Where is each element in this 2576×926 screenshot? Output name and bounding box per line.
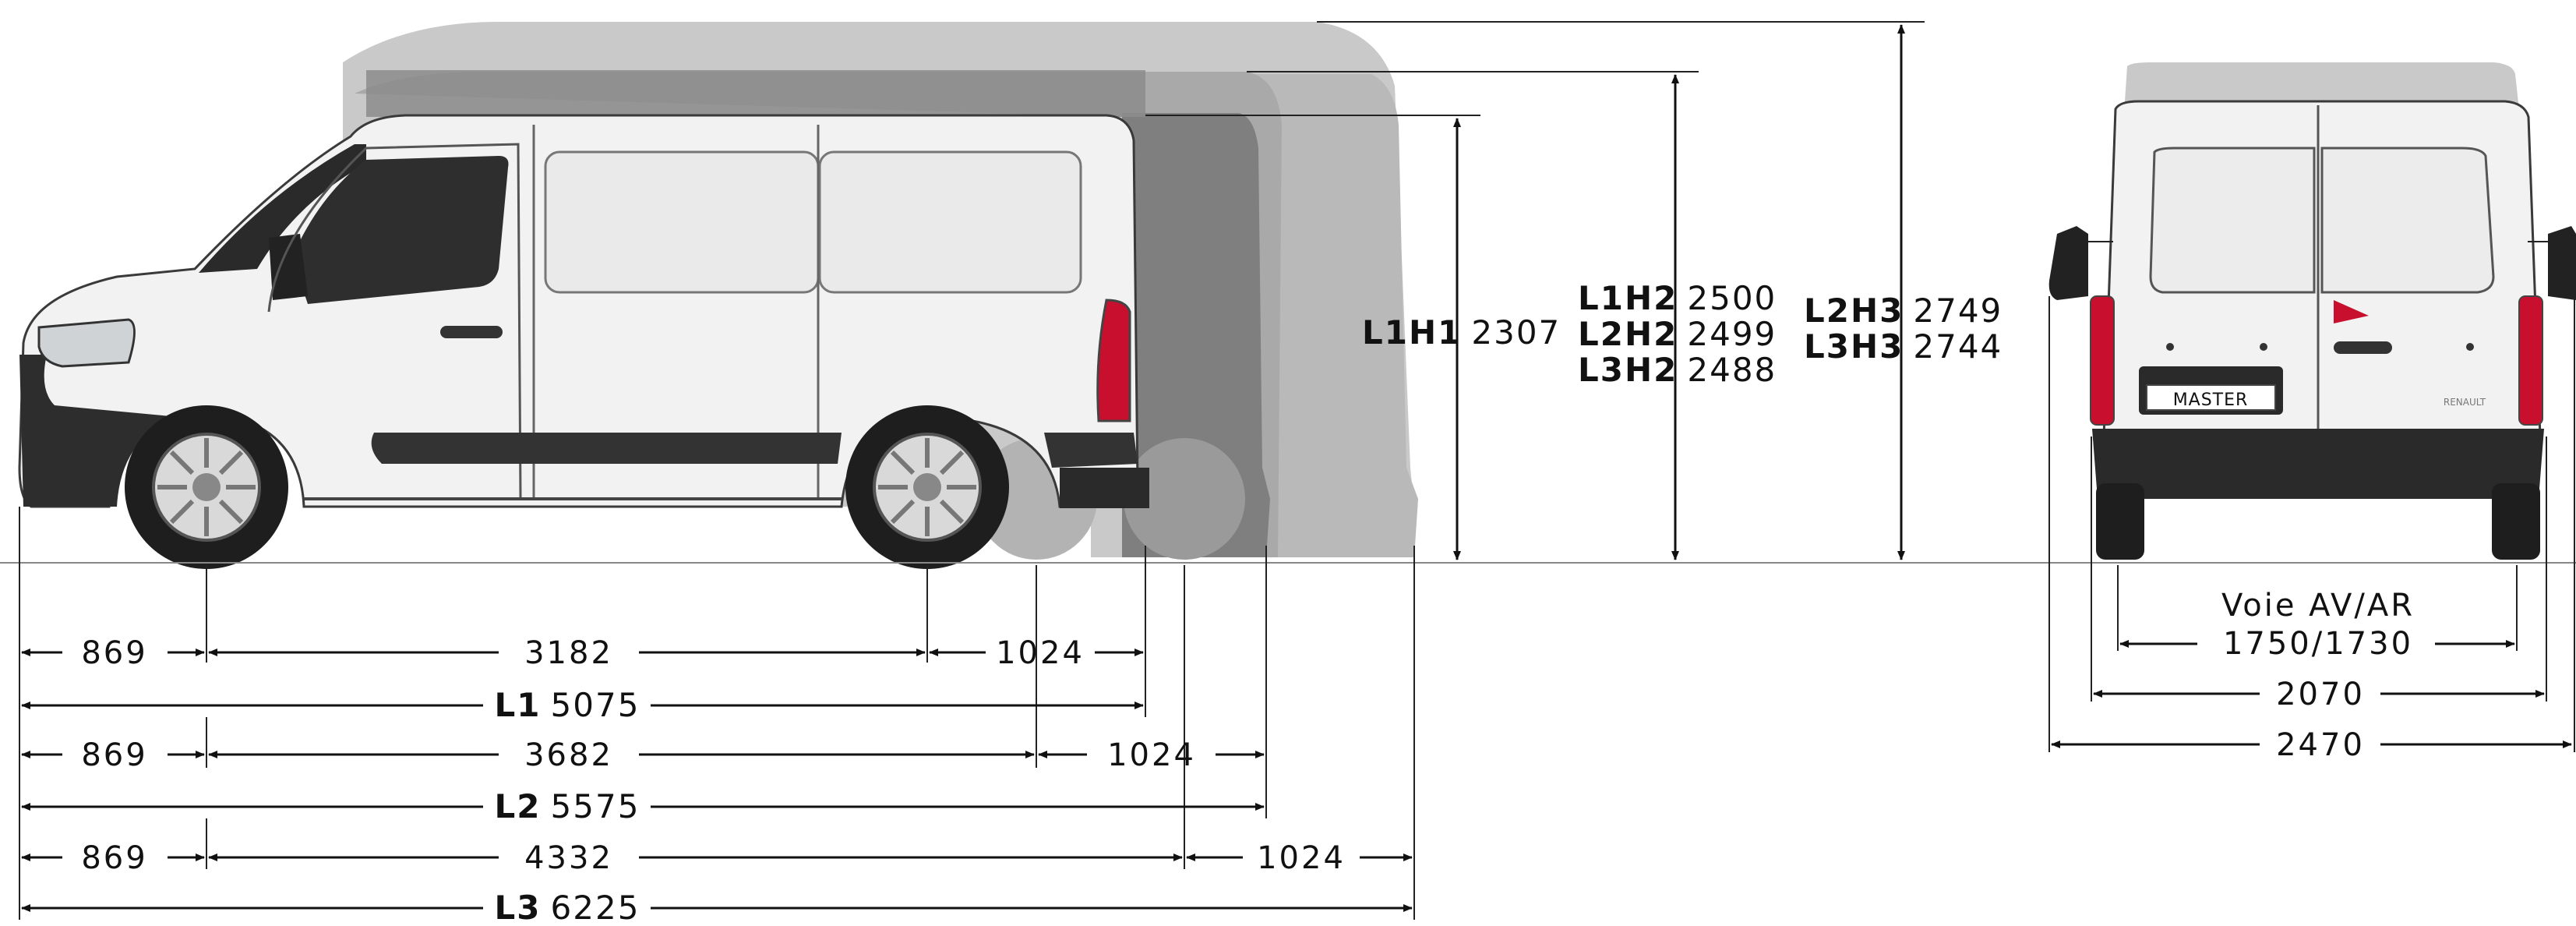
rear-door-handle	[2334, 341, 2392, 354]
length-code-l2: L2	[495, 787, 542, 825]
rear-mirror-right	[2548, 226, 2576, 300]
height-code-l2h2: L2H2	[1578, 315, 1678, 353]
length-code-l3: L3	[495, 889, 542, 922]
headlight	[37, 318, 136, 368]
wheelbase-l2: 3682	[524, 737, 613, 773]
wheelbase-l3: 4332	[524, 840, 613, 876]
rear-bumper	[1060, 468, 1149, 508]
van-rear-view: MASTER RENAULT	[2048, 62, 2576, 560]
rear-overhang-l3: 1024	[1257, 840, 1346, 876]
roof-shadow-band	[366, 70, 1145, 117]
height-value-l3h3: 2744	[1913, 327, 2003, 366]
track-label: Voie AV/AR	[2221, 588, 2415, 624]
cab-door-line	[267, 143, 522, 500]
rear-overhang-l1: 1024	[996, 635, 1085, 671]
height-dimension-lines	[1145, 21, 1925, 560]
rear-taillight-right	[2518, 295, 2543, 426]
side-protection-strip	[371, 433, 842, 464]
rear-mirror-width-dimension: 2470	[2051, 727, 2572, 763]
rear-wheel	[845, 405, 1009, 569]
rear-track-dimension: Voie AV/AR 1750/1730	[2119, 588, 2515, 662]
front-bumper	[19, 355, 179, 507]
height-code-l1h2: L1H2	[1578, 279, 1678, 317]
rear-window-left	[2149, 147, 2316, 294]
wheelbase-l1: 3182	[524, 635, 613, 671]
front-wheel	[125, 405, 288, 569]
height-value-l1h2: 2500	[1687, 279, 1777, 317]
rear-wheel-right	[2492, 483, 2540, 560]
front-overhang-l1: 869	[81, 635, 147, 671]
rear-mirror-left	[2048, 226, 2088, 300]
mirror	[269, 234, 308, 300]
rear-reference-lines	[2048, 296, 2575, 752]
cab-side-window	[292, 156, 509, 304]
rear-wheel-left	[2096, 483, 2144, 560]
rear-body-width-dimension: 2070	[2093, 677, 2545, 712]
track-value: 1750/1730	[2223, 626, 2413, 662]
height-value-l3h2: 2488	[1687, 351, 1777, 389]
length-value-l1: 5075	[551, 686, 640, 724]
plate	[2146, 384, 2276, 411]
rear-bumper-rear-view	[2092, 429, 2544, 499]
front-overhang-l3: 869	[81, 840, 147, 876]
length-value-l2: 5575	[551, 787, 640, 825]
length-value-l3: 6225	[551, 889, 640, 922]
height-code-l3h2: L3H2	[1578, 351, 1678, 389]
height-code-l2h3: L2H3	[1804, 292, 1904, 330]
dim-row-l3: 869 4332 1024 L3 6225	[21, 840, 1413, 926]
height-code-l3h3: L3H3	[1804, 327, 1904, 366]
height-value-l2h3: 2749	[1913, 292, 2003, 330]
rear-badge: RENAULT	[2444, 397, 2486, 408]
rear-window-right	[2320, 147, 2495, 294]
van-side-view	[18, 114, 1149, 569]
rear-taillight-left	[2090, 295, 2115, 426]
rear-protection-strip	[1044, 433, 1138, 468]
body-width-value: 2070	[2276, 677, 2365, 712]
l3-rear-wheel-ghost	[1124, 438, 1245, 560]
rear-overhang-l2: 1024	[1107, 737, 1196, 773]
taillight	[1096, 299, 1131, 422]
rear-side-panel	[818, 150, 1082, 294]
sliding-door-panel	[544, 150, 820, 294]
front-overhang-l2: 869	[81, 737, 147, 773]
windscreen	[199, 144, 366, 273]
length-reference-lines	[19, 507, 1415, 920]
rear-reflector	[2334, 300, 2369, 323]
mirror-width-value: 2470	[2276, 727, 2365, 763]
length-code-l1: L1	[495, 686, 542, 724]
height-value-l2h2: 2499	[1687, 315, 1777, 353]
cab-door-handle	[440, 326, 503, 338]
plate-text: MASTER	[2173, 391, 2249, 410]
